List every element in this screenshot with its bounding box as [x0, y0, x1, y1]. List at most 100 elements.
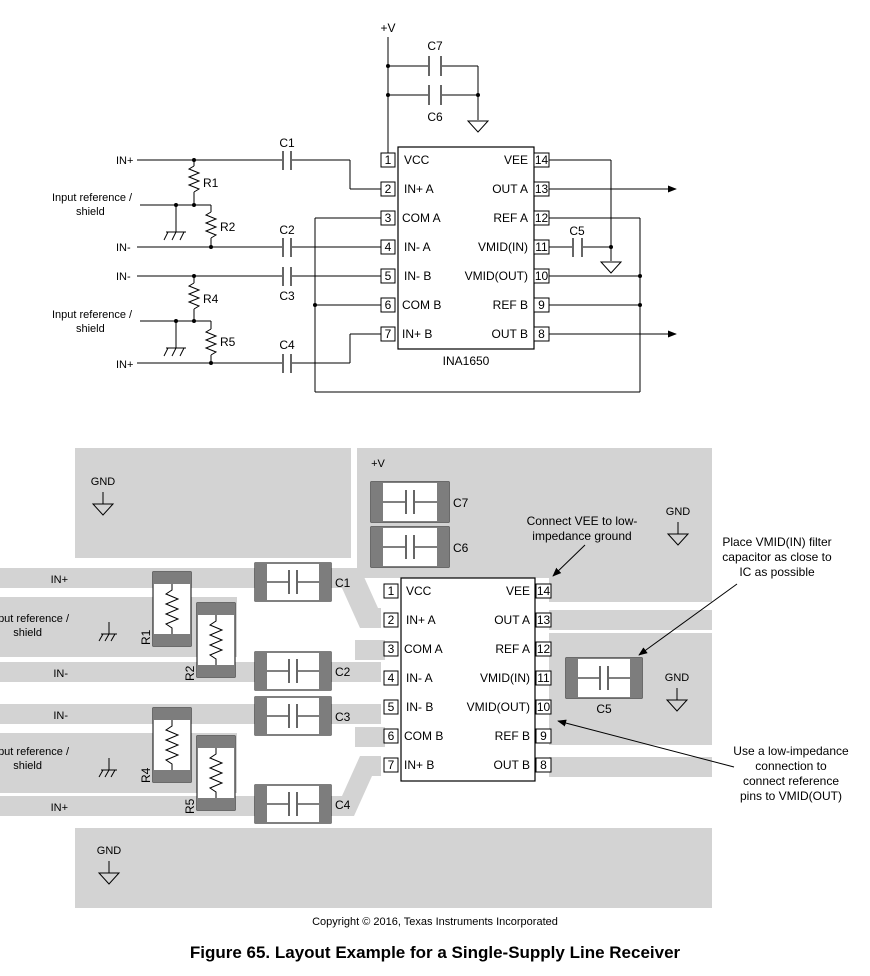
svg-text:COM B: COM B — [404, 729, 443, 743]
c1-label: C1 — [279, 136, 295, 150]
layout-shield-label: shield — [13, 627, 42, 639]
ground-icon — [91, 503, 115, 516]
svg-text:connection to: connection to — [755, 759, 827, 773]
input-network-b: IN- C3 R4 Input reference / shield R5 IN… — [52, 267, 381, 373]
trace-c4-pin7 — [330, 756, 381, 816]
svg-text:C6: C6 — [453, 541, 469, 555]
svg-text:R4: R4 — [139, 767, 153, 783]
c2-label: C2 — [279, 223, 295, 237]
layout-shield-label: Input reference / — [0, 746, 70, 758]
svg-text:4: 4 — [388, 671, 395, 685]
svg-text:GND: GND — [97, 845, 122, 857]
pin-number: 2 — [385, 182, 392, 196]
svg-text:C3: C3 — [335, 710, 351, 724]
copyright: Copyright © 2016, Texas Instruments Inco… — [312, 916, 558, 928]
pin-number: 13 — [535, 182, 549, 196]
trace-in-minus-a — [0, 662, 255, 682]
c3-label: C3 — [279, 289, 295, 303]
svg-text:C7: C7 — [453, 496, 469, 510]
supply-network: +V C7 C6 — [380, 21, 490, 153]
svg-text:Place VMID(IN) filter: Place VMID(IN) filter — [722, 535, 831, 549]
svg-text:Connect VEE to low-: Connect VEE to low- — [527, 514, 638, 528]
res-footprint-r1: R1 — [139, 571, 192, 647]
svg-text:14: 14 — [537, 584, 551, 598]
svg-text:11: 11 — [537, 671, 550, 685]
svg-text:IC as possible: IC as possible — [739, 565, 815, 579]
svg-text:REF A: REF A — [495, 642, 530, 656]
svg-text:5: 5 — [388, 700, 395, 714]
cap-footprint-c1: C1 — [254, 562, 351, 602]
cap-footprint-c2: C2 — [254, 651, 351, 691]
svg-text:GND: GND — [91, 476, 116, 488]
r2-label: R2 — [220, 220, 236, 234]
pin-name: IN+ B — [402, 327, 432, 341]
resistor-r5 — [204, 328, 218, 356]
layout-input-label: IN+ — [51, 802, 68, 814]
pin-number: 5 — [385, 269, 392, 283]
capacitor-c4 — [282, 354, 292, 373]
svg-text:capacitor as close to: capacitor as close to — [722, 550, 832, 564]
trace-out-b — [549, 757, 712, 777]
resistor-r2 — [204, 211, 218, 239]
svg-text:VEE: VEE — [506, 584, 530, 598]
pin-name: COM A — [402, 211, 441, 225]
shield-label: Input reference / — [52, 192, 133, 204]
capacitor-c6 — [428, 85, 442, 105]
svg-text:VMID(OUT): VMID(OUT) — [467, 700, 530, 714]
c4-label: C4 — [279, 338, 295, 352]
r5-label: R5 — [220, 335, 236, 349]
svg-text:7: 7 — [388, 758, 395, 772]
supply-label: +V — [380, 21, 395, 35]
svg-text:C1: C1 — [335, 576, 351, 590]
res-footprint-r5: R5 — [183, 735, 236, 814]
ground-icon — [599, 261, 623, 274]
r4-label: R4 — [203, 292, 219, 306]
c7-label: C7 — [427, 39, 443, 53]
layout-supply-label: +V — [371, 458, 385, 470]
input-network-a: IN+ C1 R1 Input reference / shield R2 IN… — [52, 136, 381, 257]
ground-icon — [666, 533, 690, 546]
svg-text:pins to VMID(OUT): pins to VMID(OUT) — [740, 789, 842, 803]
pin-number: 8 — [538, 327, 545, 341]
note-vmid-in: Place VMID(IN) filter capacitor as close… — [638, 535, 832, 656]
input-label: IN+ — [116, 155, 133, 167]
pin-name: IN+ A — [404, 182, 434, 196]
r1-label: R1 — [203, 176, 219, 190]
cap-footprint-c6: C6 — [370, 526, 469, 568]
svg-text:2: 2 — [388, 613, 395, 627]
trace-c1-pin2 — [330, 568, 381, 628]
res-footprint-r4: R4 — [139, 707, 192, 783]
svg-text:C4: C4 — [335, 798, 351, 812]
figure-caption: Figure 65. Layout Example for a Single-S… — [189, 943, 681, 962]
gnd-label-right: GND — [665, 672, 689, 712]
chassis-ground-icon — [163, 347, 186, 357]
pin-number: 9 — [538, 298, 545, 312]
svg-text:GND: GND — [666, 506, 691, 518]
cap-footprint-c4: C4 — [254, 784, 351, 824]
layout-shield-label: Input reference / — [0, 613, 70, 625]
svg-text:VCC: VCC — [406, 584, 432, 598]
ic-part-label: INA1650 — [443, 354, 490, 368]
svg-text:IN- A: IN- A — [406, 671, 433, 685]
res-footprint-r2: R2 — [183, 602, 236, 681]
svg-text:connect reference: connect reference — [743, 774, 839, 788]
trace-out-a — [549, 610, 712, 630]
svg-text:REF B: REF B — [495, 729, 530, 743]
c5-label: C5 — [569, 224, 585, 238]
svg-text:COM A: COM A — [404, 642, 443, 656]
trace-in-plus-b — [0, 796, 255, 816]
capacitor-c7 — [428, 56, 442, 76]
input-label: IN- — [116, 271, 131, 283]
c6-label: C6 — [427, 110, 443, 124]
svg-text:R1: R1 — [139, 629, 153, 645]
